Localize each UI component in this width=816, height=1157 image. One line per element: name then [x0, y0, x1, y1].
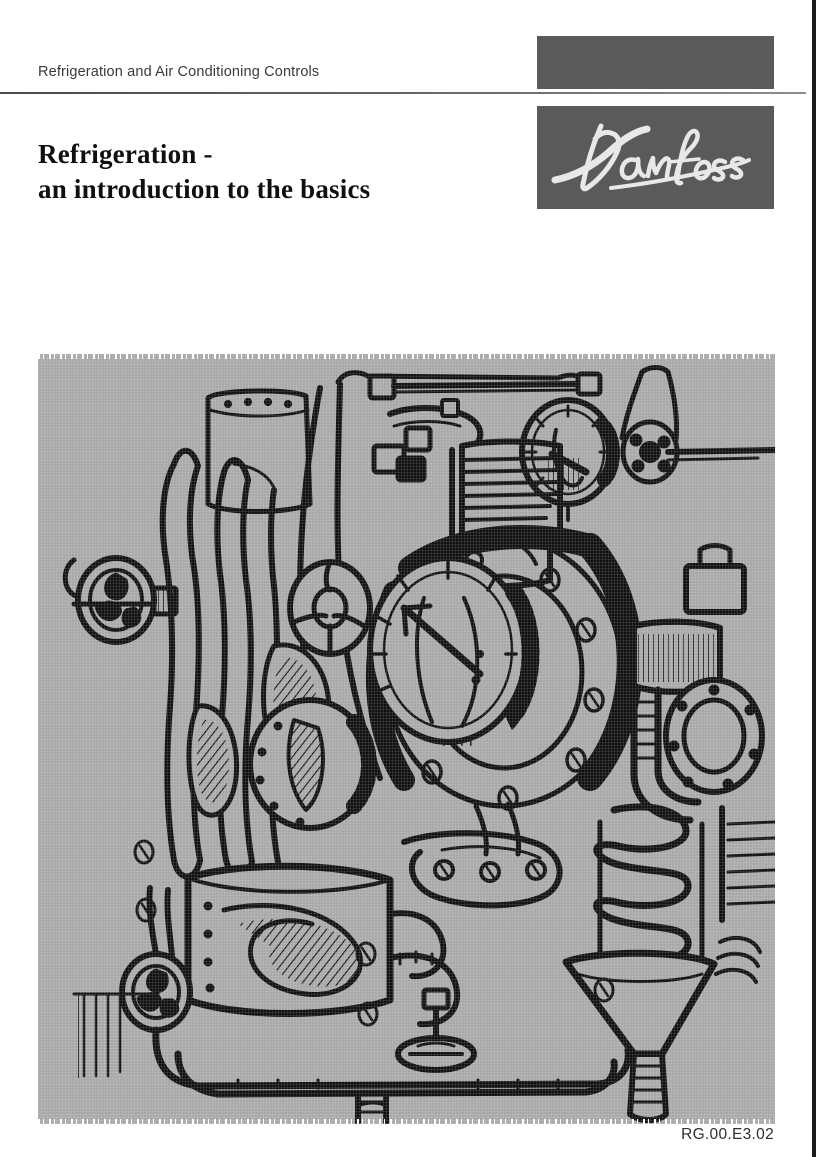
plate-bottom-edge: [38, 1119, 775, 1124]
refrigeration-machinery-drawing: [62, 365, 775, 1124]
page-title: Refrigeration - an introduction to the b…: [38, 137, 370, 207]
header-divider: [0, 92, 806, 94]
page-title-line-1: Refrigeration -: [38, 139, 213, 169]
document-code: RG.00.E3.02: [681, 1126, 774, 1143]
page-scan-edge: [812, 0, 816, 1157]
danfoss-wordmark-icon: [551, 123, 751, 192]
top-gray-bar: [537, 36, 774, 89]
page-title-line-2: an introduction to the basics: [38, 174, 371, 204]
header-subtitle: Refrigeration and Air Conditioning Contr…: [38, 64, 320, 80]
cover-illustration: [38, 354, 775, 1124]
danfoss-logo-box: [537, 106, 774, 209]
plate-top-edge: [38, 354, 775, 359]
